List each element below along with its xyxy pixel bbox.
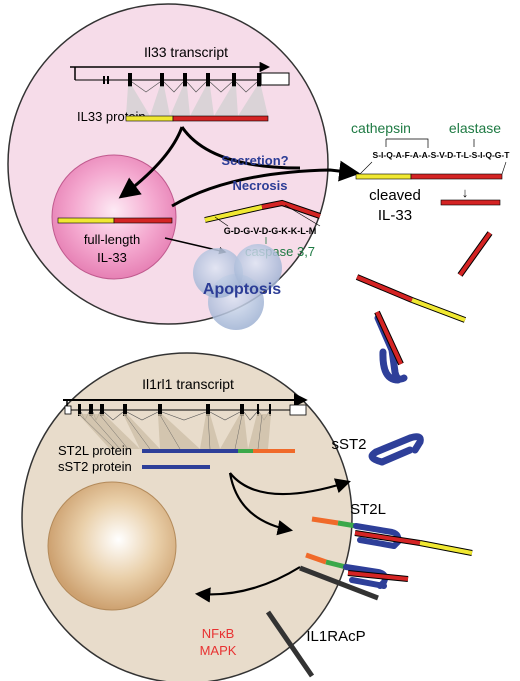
full-length-label-1: full-length <box>84 232 140 247</box>
st2l-protein-label: ST2L protein <box>58 443 132 458</box>
elastase-label: elastase <box>449 120 501 136</box>
free-sst2 <box>368 433 424 466</box>
il33-protein-c-term <box>172 115 269 122</box>
cleaved-label-1: cleaved <box>369 187 421 204</box>
st2l-protein-extracellular <box>142 449 208 453</box>
full-length-label-2: IL-33 <box>97 250 127 265</box>
caspase-cleaved-il33 <box>204 199 321 227</box>
cleavage-down-arrow: ↓ <box>462 185 469 200</box>
il33-transcript-label: Il33 transcript <box>144 44 228 60</box>
caspase-cleavage-sequence: G-D-G-V-D-G-K-K-L-M <box>224 226 316 236</box>
il1racp-label: IL1RAcP <box>306 628 365 645</box>
released-il33-c-term <box>410 173 503 180</box>
arrow-protein-to-nucleus <box>118 126 184 199</box>
apoptosis-label: Apoptosis <box>203 281 281 298</box>
il33-gene-model <box>70 61 290 116</box>
cleaved-il33-product <box>440 199 501 206</box>
nuclear-il33-c-term <box>113 217 173 224</box>
st2l-protein-extracellular-2 <box>208 449 238 453</box>
cathepsin-label: cathepsin <box>351 120 411 136</box>
nfkb-label: NFκB <box>202 626 235 641</box>
il1racp-coreceptor <box>265 610 315 678</box>
arrow-nucleus-to-release <box>171 160 361 208</box>
il1rl1-transcript-label: Il1rl1 transcript <box>142 376 234 392</box>
st2l-receptor-2-complex <box>299 552 409 601</box>
nuclear-il33-n-term <box>57 217 115 224</box>
protease-cleavage-sequence: S-I-Q-A-F-A-A-S-V-D-T-L-S-I-Q-G-T <box>373 150 511 160</box>
st2l-receptor-1 <box>311 516 473 556</box>
il33-protein-n-term <box>125 115 174 122</box>
cleaved-label-2: IL-33 <box>378 207 412 224</box>
arrow-signal-to-nucleus <box>194 566 301 603</box>
sst2-protein-bar <box>142 465 210 469</box>
secretion-label: Secretion? <box>221 153 288 168</box>
protease-site-brackets <box>385 138 475 148</box>
sequence-to-protein-lines <box>359 161 507 175</box>
bottom-nucleus <box>47 481 177 611</box>
il1racp-coreceptor-bound <box>299 565 379 601</box>
il1rl1-gene-model <box>63 393 308 450</box>
top-nucleus <box>51 154 177 280</box>
free-full-length-il33 <box>355 274 467 323</box>
st2l-label: ST2L <box>350 501 386 518</box>
free-cleaved-il33 <box>457 231 493 277</box>
mapk-label: MAPK <box>200 643 237 658</box>
st2l-protein-intracellular <box>253 449 295 453</box>
sst2-protein-label: sST2 protein <box>58 459 132 474</box>
necrosis-label: Necrosis <box>233 178 288 193</box>
apoptotic-blebs <box>193 244 282 330</box>
arrow-protein-to-secretion <box>180 126 301 170</box>
sst2-label: sST2 <box>331 436 366 453</box>
released-il33-n-term <box>355 173 412 180</box>
st2l-protein-transmembrane <box>238 449 253 453</box>
arrow-to-sst2-release <box>229 472 351 496</box>
arrow-to-st2l-membrane <box>228 472 294 536</box>
sst2-il33-complex <box>374 310 408 384</box>
